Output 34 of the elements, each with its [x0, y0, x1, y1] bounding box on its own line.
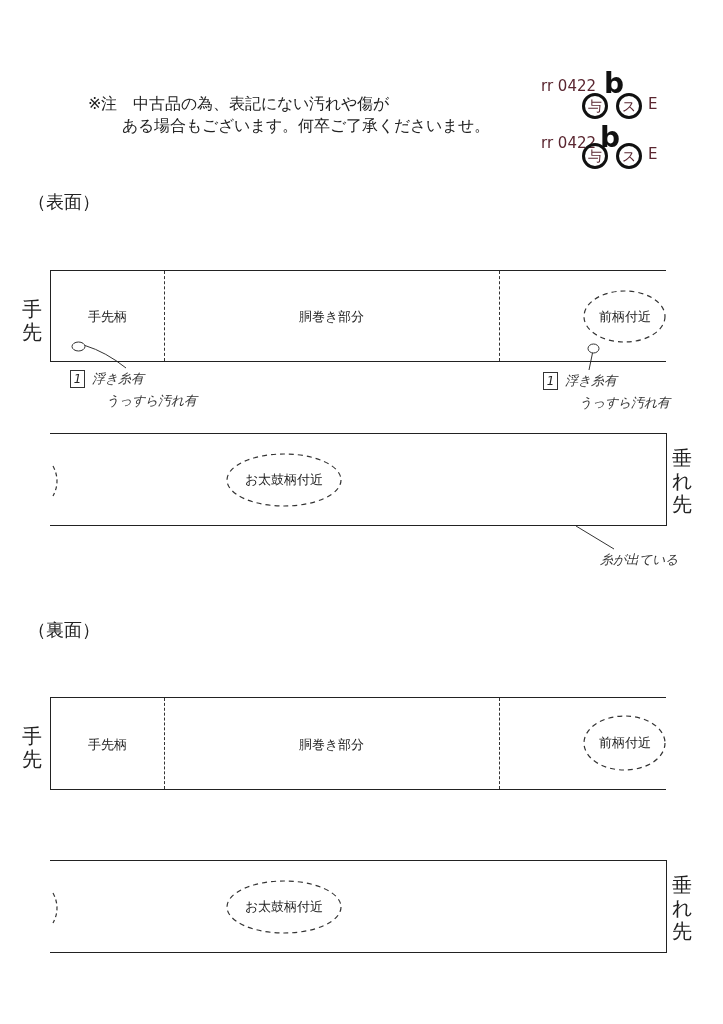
stamp-code: rr 0422 [541, 77, 596, 95]
section-heading: （表面） [28, 190, 100, 214]
obi-outline [50, 697, 666, 790]
number-box: 1 [543, 372, 558, 390]
section-label: 手先柄 [88, 308, 127, 326]
section-label: 胴巻き部分 [299, 735, 364, 754]
end-label: 手先 [22, 725, 43, 771]
circled-character: ス [616, 93, 642, 119]
obi-outline [50, 860, 667, 953]
end-label: 手先 [22, 298, 43, 344]
handwritten-note: 糸が出ている [600, 551, 678, 569]
handwritten-note: 浮き糸有うっすら汚れ有 [565, 372, 670, 412]
end-label: 垂れ先 [672, 874, 693, 943]
circled-character: 与 [582, 93, 608, 119]
note-text: ※注 中古品の為、表記にない汚れや傷がある場合もございます。何卒ご了承くださいませ。 [88, 93, 490, 137]
obi-outline [50, 433, 667, 526]
dashed-ellipse: お太鼓柄付近 [226, 880, 342, 934]
leader-line [588, 352, 593, 371]
leader-line [84, 345, 127, 369]
stain-mark [71, 341, 86, 352]
dashed-ellipse: 前柄付近 [583, 290, 666, 343]
stamp-letter: E [648, 95, 658, 113]
section-label: 手先柄 [88, 735, 127, 754]
section-label: 胴巻き部分 [299, 308, 364, 326]
dashed-ellipse: 前柄付近 [583, 715, 666, 771]
stamp-letter: E [648, 145, 658, 163]
obi-outline [50, 270, 666, 362]
end-label: 垂れ先 [672, 447, 693, 516]
leader-line [575, 525, 615, 550]
stain-mark [587, 343, 600, 354]
section-heading: （裏面） [28, 618, 100, 642]
dashed-ellipse: お太鼓柄付近 [226, 453, 342, 507]
number-box: 1 [70, 370, 85, 388]
handwritten-note: 浮き糸有うっすら汚れ有 [92, 370, 197, 410]
